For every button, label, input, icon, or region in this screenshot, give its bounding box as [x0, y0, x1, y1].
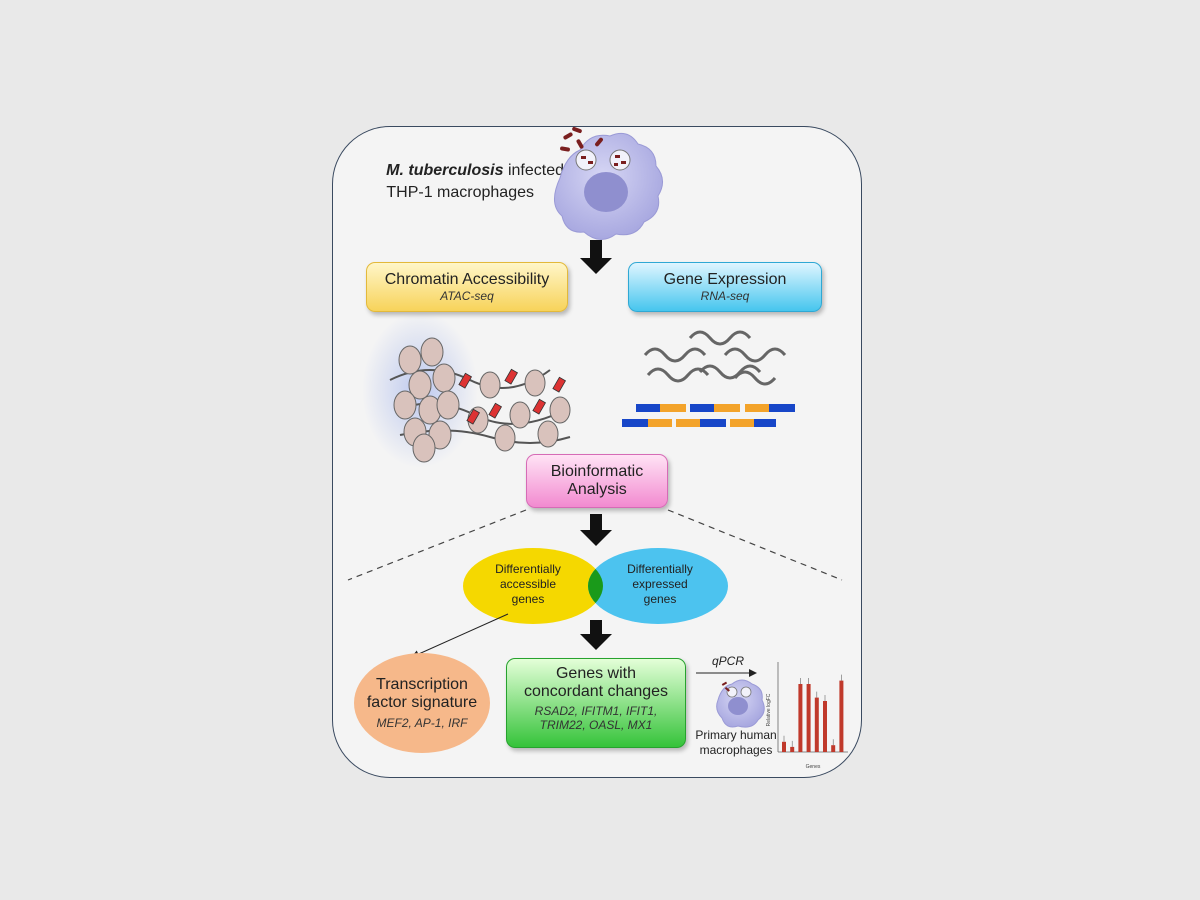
expression-method: RNA-seq [700, 289, 750, 303]
organism-name: M. tuberculosis [386, 162, 504, 179]
chart-xlabel: Genes [806, 764, 821, 770]
venn-right-line-2: expressed [632, 577, 688, 591]
primary-macrophage-icon [716, 679, 765, 728]
venn-diagram [463, 548, 728, 624]
venn-right-line-1: Differentially [627, 562, 693, 576]
gene-expression-box: Gene Expression RNA-seq [628, 262, 822, 312]
bioinformatic-analysis-box: Bioinformatic Analysis [526, 454, 668, 508]
arrow-down-1 [580, 240, 612, 274]
bioinformatic-line-2: Analysis [567, 481, 627, 498]
infected-macrophage-icon [554, 126, 663, 240]
primary-line-2: macrophages [699, 743, 773, 757]
primary-line-1: Primary human [695, 728, 777, 742]
arrow-down-3 [580, 620, 612, 650]
title-line-1: M. tuberculosis infected [364, 162, 564, 180]
concordant-genes-2: TRIM22, OASL, MX1 [539, 718, 653, 732]
venn-left-line-2: accessible [499, 577, 557, 591]
qpcr-label: qPCR [711, 654, 744, 668]
rna-illustration [643, 330, 787, 386]
venn-right-label: Differentially expressed genes [616, 562, 704, 607]
cell-line-label: THP-1 macrophages [386, 184, 534, 201]
bar-0 [782, 741, 786, 752]
tf-line-1: Transcription [376, 676, 468, 693]
venn-right-line-3: genes [643, 592, 677, 606]
tf-signature-ellipse [354, 653, 490, 753]
arrow-to-tf [411, 613, 509, 658]
dashed-line-left [347, 509, 527, 581]
expression-title: Gene Expression [663, 271, 787, 288]
concordant-genes-1: RSAD2, IFITM1, IFIT1, [534, 704, 658, 718]
chromatin-method: ATAC-seq [440, 289, 494, 303]
chart-ylabel: Relative logFC [766, 693, 772, 726]
bar-5 [823, 701, 827, 752]
primary-macrophages-label: Primary human macrophages [690, 728, 782, 758]
venn-left-line-3: genes [511, 592, 545, 606]
bioinformatic-line-1: Bioinformatic [550, 463, 644, 480]
bar-4 [814, 697, 819, 752]
bar-2 [798, 684, 803, 752]
tf-line-2: factor signature [366, 694, 478, 711]
tf-factors: MEF2, AP-1, IRF [376, 716, 468, 730]
bar-3 [806, 684, 811, 752]
concordant-line-1: Genes with [555, 665, 637, 682]
bar-7 [839, 680, 844, 752]
chromatin-title: Chromatin Accessibility [384, 271, 550, 288]
bar-6 [831, 745, 836, 752]
dashed-line-right [667, 509, 843, 581]
concordant-genes-box: Genes with concordant changes RSAD2, IFI… [506, 658, 686, 748]
concordant-line-2: concordant changes [523, 683, 669, 700]
qpcr-bar-chart: Relative logFC Genes [766, 662, 848, 770]
tf-signature-label: Transcription factor signature MEF2, AP-… [358, 676, 486, 730]
chromatin-accessibility-box: Chromatin Accessibility ATAC-seq [366, 262, 568, 312]
chromatin-illustration [362, 312, 571, 468]
sequencing-reads [622, 404, 795, 427]
venn-left-label: Differentially accessible genes [486, 562, 570, 607]
arrow-down-2 [580, 514, 612, 546]
bar-1 [790, 746, 795, 752]
venn-left-line-1: Differentially [495, 562, 561, 576]
infected-label: infected [507, 162, 564, 179]
